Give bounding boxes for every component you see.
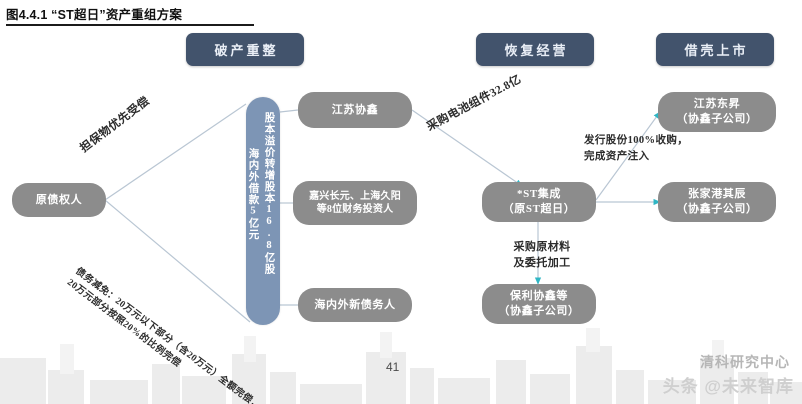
node-jiangsu-gcl-label: 江苏协鑫: [331, 103, 379, 116]
node-jiangsu-dongsheng-line1: 江苏东昇: [693, 98, 741, 111]
phase-resume-label: 恢复经营: [504, 43, 569, 58]
brace-bar: [246, 97, 280, 325]
edge-label-share-issue-line1: 发行股份100%收购，: [584, 135, 689, 146]
node-investors-line2: 等8位财务投资人: [316, 204, 394, 215]
node-zhangjiagang-qichen[interactable]: 张家港其辰 （协鑫子公司）: [658, 182, 776, 222]
figure-title: 图4.4.1 “ST超日”资产重组方案: [6, 8, 183, 22]
node-st-jicheng-line2: （原ST超日）: [502, 203, 576, 215]
node-st-jicheng-line1: *ST集成: [517, 188, 561, 201]
node-zhangjiagang-qichen-line2: （协鑫子公司）: [676, 203, 758, 215]
phase-resume[interactable]: 恢复经营: [476, 33, 594, 66]
node-original-creditor-label: 原债权人: [35, 193, 83, 206]
phase-bankruptcy[interactable]: 破产重整: [186, 33, 304, 66]
node-jiangsu-dongsheng-line2: （协鑫子公司）: [676, 113, 758, 125]
phase-backdoor[interactable]: 借壳上市: [656, 33, 774, 66]
node-baoli-gcl-line1: 保利协鑫等: [510, 290, 568, 303]
page-number: 41: [386, 360, 400, 374]
edge-label-share-issue-line2: 完成资产注入: [584, 150, 650, 162]
node-original-creditor[interactable]: 原债权人: [12, 183, 106, 217]
node-baoli-gcl[interactable]: 保利协鑫等 （协鑫子公司）: [482, 284, 596, 324]
node-st-jicheng[interactable]: *ST集成 （原ST超日）: [482, 182, 596, 222]
node-new-debtors-label: 海内外新债务人: [314, 298, 396, 311]
node-jiangsu-dongsheng[interactable]: 江苏东昇 （协鑫子公司）: [658, 92, 776, 132]
organization-watermark: 清科研究中心: [700, 354, 790, 370]
brace-capital-text: 股本溢价转增股本16.8亿股: [263, 112, 275, 275]
node-baoli-gcl-line2: （协鑫子公司）: [498, 305, 580, 317]
edge-label-raw-material-line1: 采购原材料: [513, 241, 571, 253]
skyline-watermark: [0, 328, 802, 404]
node-jiangsu-gcl[interactable]: 江苏协鑫: [298, 92, 412, 128]
brace-loan-text: 海内外借款5亿元: [247, 148, 259, 241]
phase-backdoor-label: 借壳上市: [684, 43, 749, 58]
phase-bankruptcy-label: 破产重整: [214, 43, 279, 58]
node-investors-line1: 嘉兴长元、上海久阳: [309, 190, 401, 202]
node-zhangjiagang-qichen-line1: 张家港其辰: [688, 188, 746, 201]
node-new-debtors[interactable]: 海内外新债务人: [298, 288, 412, 322]
source-watermark: 头条 @未来智库: [662, 377, 794, 396]
edge-label-share-issue: 发行股份100%收购， 完成资产注入: [584, 133, 700, 165]
title-underline: [6, 24, 254, 26]
edge-label-raw-material-line2: 及委托加工: [513, 256, 571, 269]
edge-label-raw-material: 采购原材料 及委托加工: [497, 240, 587, 272]
node-investors[interactable]: 嘉兴长元、上海久阳 等8位财务投资人: [293, 181, 417, 225]
